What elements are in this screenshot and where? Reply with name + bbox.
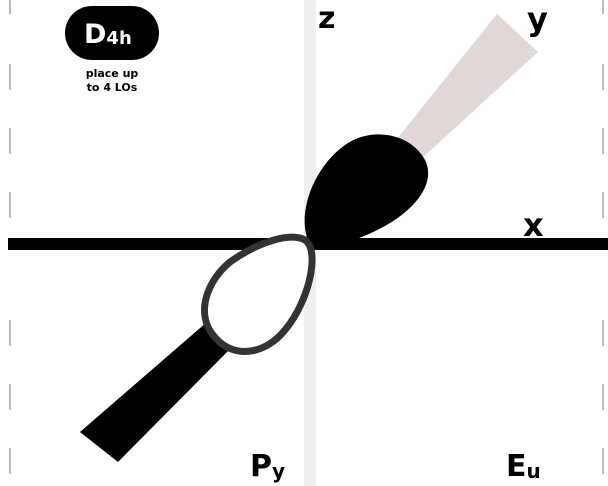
lower-wedge	[80, 322, 232, 462]
z-axis-label: z	[318, 1, 335, 36]
y-axis-label: y	[527, 0, 548, 38]
orbital-lobe-empty	[205, 237, 313, 351]
irrep-label: Eu	[506, 449, 541, 484]
orbital-label: Py	[250, 449, 285, 484]
orbital-lobe-filled	[305, 134, 429, 244]
instruction-line-2: to 4 LOs	[87, 81, 138, 94]
instruction-line-1: place up	[86, 67, 139, 80]
x-axis-label: x	[523, 206, 544, 244]
y-axis-wedge	[396, 14, 538, 160]
